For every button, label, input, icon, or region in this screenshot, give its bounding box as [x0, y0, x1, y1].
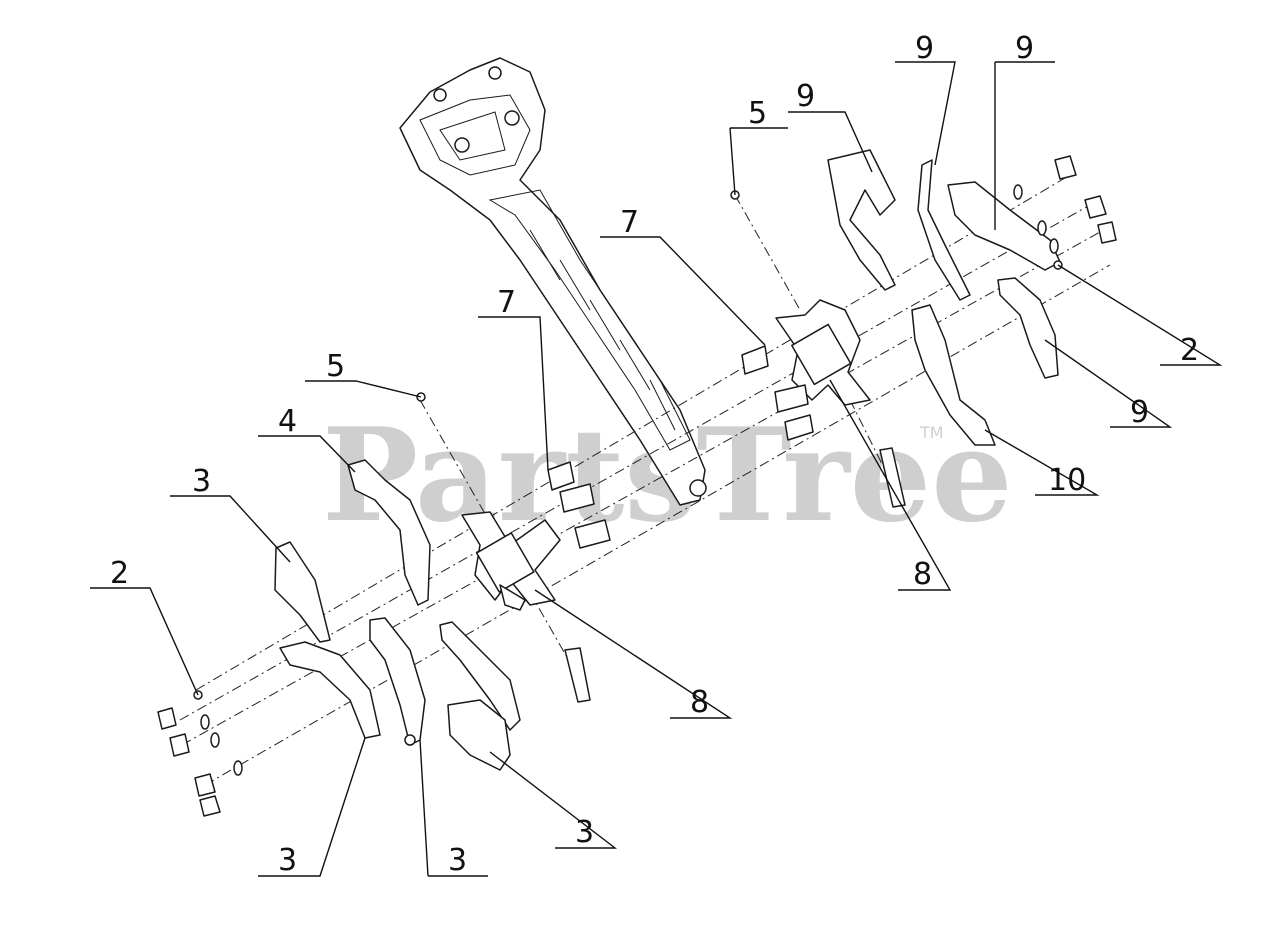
- callout-10: 10: [1048, 463, 1086, 498]
- callout-3-bottom-right: 3: [575, 815, 594, 850]
- watermark-trademark: TM: [919, 423, 944, 442]
- callout-9-lower-right: 9: [1130, 395, 1149, 430]
- right-tine-hub: [775, 299, 871, 406]
- callout-7-right: 7: [620, 205, 639, 240]
- left-hardware: [157, 690, 416, 817]
- tine-shaft-housing: [399, 57, 707, 506]
- callout-3-bottom-left: 3: [278, 843, 297, 878]
- callout-3-upper-left: 3: [192, 464, 211, 499]
- callout-2-right: 2: [1180, 333, 1199, 368]
- callout-9-top-right: 9: [1015, 31, 1034, 66]
- callout-leaders: [90, 61, 1223, 877]
- callout-9-top-center: 9: [915, 31, 934, 66]
- right-hardware: [1013, 155, 1117, 270]
- callout-5-right: 5: [748, 96, 767, 131]
- callout-9-upper: 9: [796, 79, 815, 114]
- left-tines: [274, 459, 521, 771]
- callout-7-left: 7: [497, 285, 516, 320]
- callout-3-bottom-center: 3: [448, 843, 467, 878]
- callout-4: 4: [278, 404, 297, 439]
- callout-8-right: 8: [913, 557, 932, 592]
- callout-labels: 9 9 9 5 7 2 7 5 4 9 3 10 2 8 8 3 3 3: [110, 31, 1199, 878]
- callout-8-left: 8: [690, 685, 709, 720]
- callout-5-left: 5: [326, 349, 345, 384]
- left-tine-hub: [461, 511, 561, 611]
- hub-bolts: [416, 190, 906, 703]
- callout-2-left: 2: [110, 556, 129, 591]
- right-tines: [827, 149, 1061, 446]
